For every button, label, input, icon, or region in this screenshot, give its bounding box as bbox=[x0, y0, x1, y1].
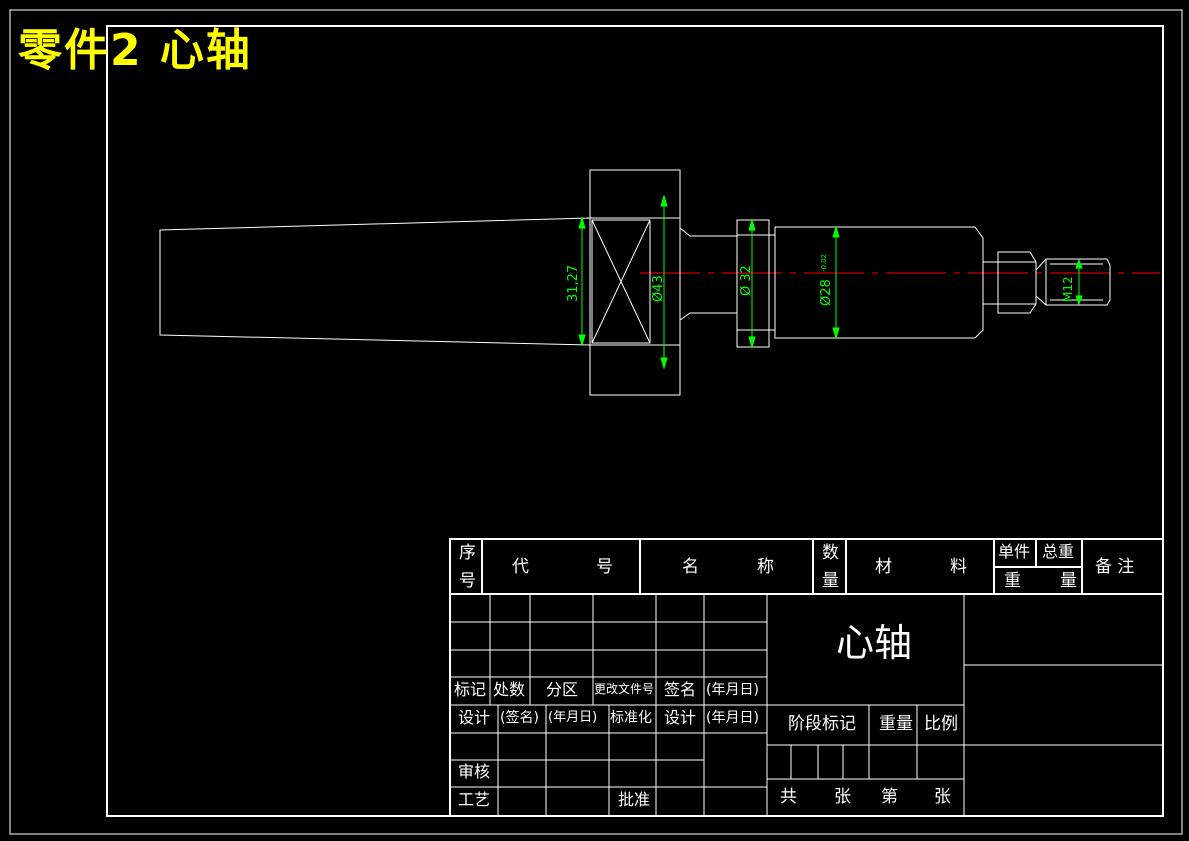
outer-border bbox=[9, 9, 1183, 835]
hdr-seq-1: 序 bbox=[459, 543, 476, 563]
hdr-weight-a: 重 bbox=[1004, 571, 1021, 591]
dim-collar: Ø43 bbox=[651, 275, 666, 302]
hdr-weight-b: 量 bbox=[1060, 571, 1077, 591]
sheet-nth-a: 第 bbox=[881, 787, 898, 807]
hdr-seq-2: 号 bbox=[459, 571, 476, 591]
design-date2: (年月日) bbox=[706, 710, 759, 726]
hdr-qty-2: 量 bbox=[822, 571, 839, 591]
hdr-remark: 备 注 bbox=[1095, 557, 1135, 577]
hdr-unit-weight: 单件 bbox=[998, 542, 1031, 561]
thread-end bbox=[1035, 258, 1111, 306]
sheet-total-a: 共 bbox=[780, 787, 797, 807]
dim-body-tol: -0.02 bbox=[820, 254, 828, 272]
hdr-material-a: 材 bbox=[875, 557, 892, 577]
dimension-labels: 31,27 Ø43 Ø 32 Ø28 -0.02 M12 bbox=[566, 254, 1075, 306]
dim-thread: M12 bbox=[1061, 276, 1075, 302]
design-label: 设计 bbox=[458, 708, 491, 727]
ring bbox=[736, 219, 770, 348]
hdr-code-b: 号 bbox=[596, 557, 613, 577]
scale-label: 比例 bbox=[924, 714, 958, 734]
part-name: 心轴 bbox=[836, 621, 913, 665]
hdr-name-b: 称 bbox=[757, 557, 774, 577]
drawing-title: 零件2 心轴 bbox=[18, 25, 252, 76]
design-label-2: 设计 bbox=[664, 708, 697, 727]
design-standard: 标准化 bbox=[610, 710, 652, 726]
dim-body: Ø28 bbox=[819, 279, 834, 306]
design-sign: (签名) bbox=[500, 710, 539, 726]
sheet-total-b: 张 bbox=[834, 787, 851, 807]
step-small bbox=[982, 261, 999, 305]
rev-count: 处数 bbox=[493, 680, 526, 699]
hdr-total-weight: 总重 bbox=[1042, 542, 1075, 561]
rev-mark: 标记 bbox=[454, 680, 487, 699]
hdr-material-b: 料 bbox=[950, 557, 967, 577]
sheet-nth-b: 张 bbox=[934, 787, 951, 807]
dim-ring: Ø 32 bbox=[739, 265, 754, 296]
shaft-outline bbox=[159, 169, 1111, 396]
rev-signature: 签名 bbox=[664, 680, 697, 699]
dim-taper: 31,27 bbox=[566, 265, 581, 302]
rev-zone: 分区 bbox=[546, 680, 579, 699]
taper-section bbox=[159, 217, 591, 346]
main-body bbox=[774, 226, 984, 339]
hex-symbol bbox=[591, 219, 651, 344]
stage-mark: 阶段标记 bbox=[788, 714, 856, 734]
hdr-qty-1: 数 bbox=[822, 543, 839, 563]
rev-date: (年月日) bbox=[706, 682, 759, 698]
review-label: 审核 bbox=[458, 762, 491, 781]
hdr-name-a: 名 bbox=[682, 557, 699, 577]
hdr-code-a: 代 bbox=[512, 557, 529, 577]
inner-border bbox=[106, 25, 1164, 817]
dimensions bbox=[578, 194, 1083, 370]
neck bbox=[679, 226, 738, 321]
weight-label: 重量 bbox=[879, 714, 913, 734]
rev-change-doc: 更改文件号 bbox=[594, 682, 655, 696]
title-block-lower bbox=[450, 594, 1163, 816]
approve-label: 批准 bbox=[618, 790, 651, 809]
process-label: 工艺 bbox=[458, 790, 491, 809]
design-date1: (年月日) bbox=[548, 710, 598, 725]
